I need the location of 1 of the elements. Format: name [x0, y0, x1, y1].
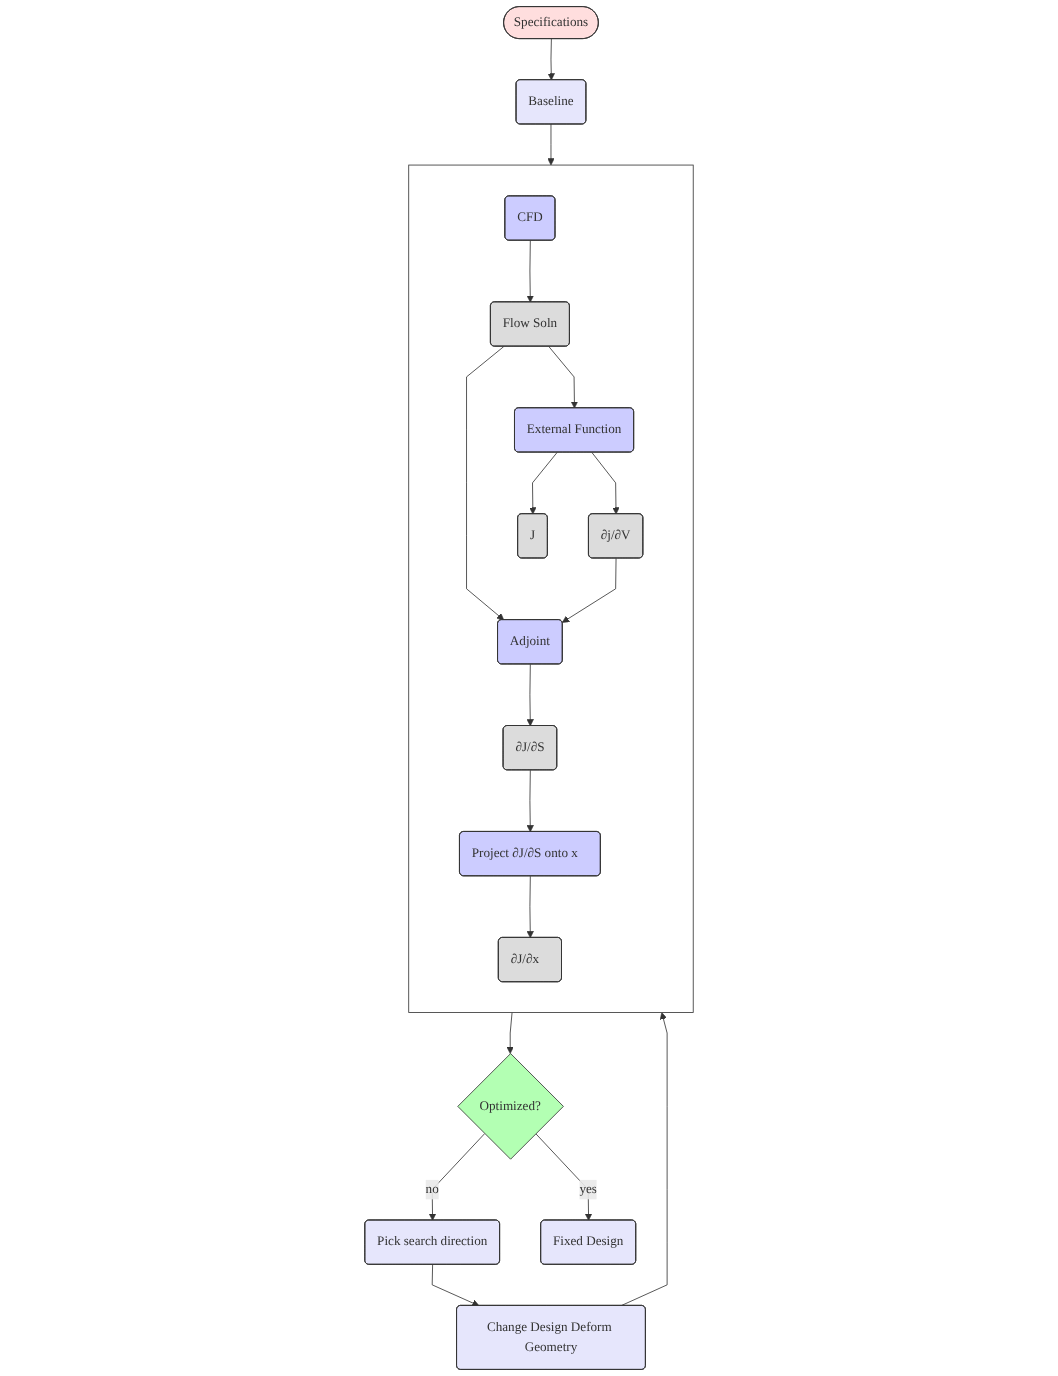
cluster [408, 164, 694, 1013]
